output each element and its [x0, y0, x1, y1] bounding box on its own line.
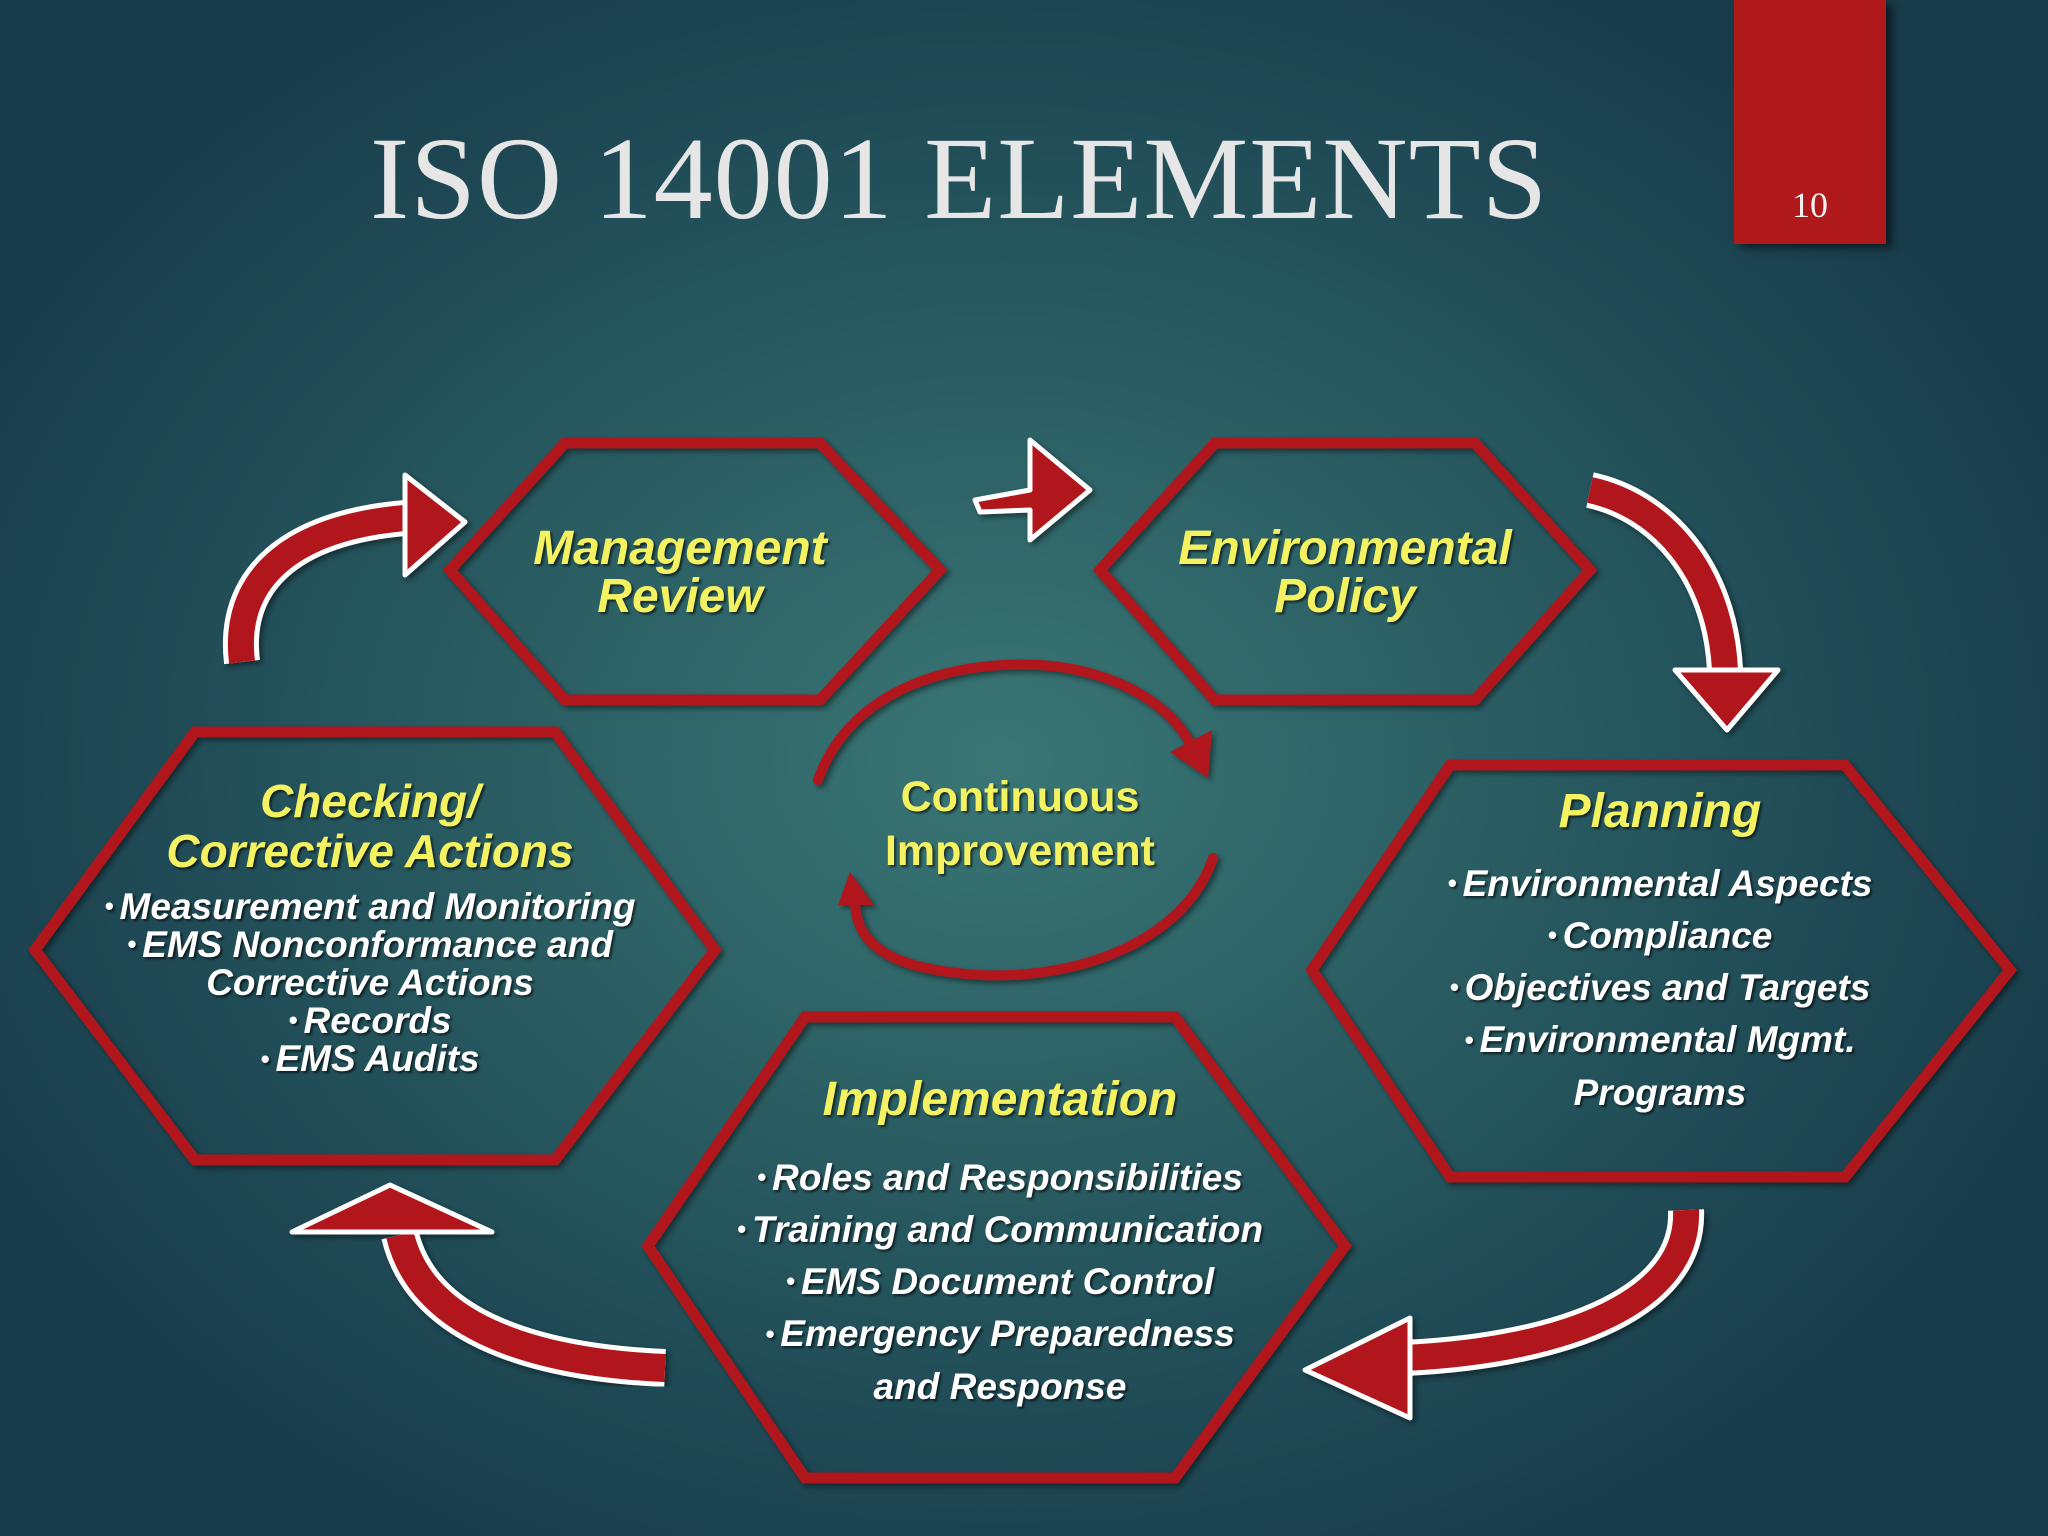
- checking-item: •EMS Audits: [260, 1038, 480, 1080]
- checking-item: Corrective Actions: [206, 962, 534, 1004]
- planning-item: •Environmental Aspects: [1447, 863, 1873, 904]
- planning-hexagon: [1305, 759, 2018, 1183]
- management-review-block: Management Review: [480, 525, 880, 621]
- planning-item: •Compliance: [1547, 915, 1773, 957]
- management-review-heading-1: Management: [533, 522, 827, 575]
- arrow-review-to-policy: [972, 437, 1093, 543]
- environmental-policy-heading-1: Environmental: [1178, 522, 1512, 575]
- center-line-1: Continuous: [900, 773, 1140, 821]
- planning-item: Programs: [1573, 1071, 1747, 1113]
- management-review-hexagon: [442, 437, 948, 706]
- management-review-heading-2: Review: [597, 570, 763, 623]
- implementation-item: •Roles and Responsibilities: [757, 1157, 1243, 1198]
- center-line-2: Improvement: [884, 827, 1155, 875]
- checking-item: •Records: [288, 1000, 452, 1042]
- continuous-improvement-loop: [813, 659, 1218, 981]
- implementation-item: •Emergency Preparedness: [765, 1313, 1235, 1355]
- environmental-policy-heading-2: Policy: [1274, 570, 1416, 623]
- slide-title: ISO 14001 ELEMENTS: [370, 113, 1549, 244]
- checking-hexagon: [28, 726, 722, 1166]
- continuous-improvement-label: Continuous Improvement: [860, 770, 1180, 878]
- arrow-implementation-to-checking: [289, 1182, 666, 1387]
- page-number-tab: 10: [1734, 0, 1886, 244]
- implementation-item: •Training and Communication: [736, 1209, 1264, 1251]
- arrow-planning-to-implementation: [1302, 1209, 1705, 1421]
- implementation-hexagon: [641, 1011, 1352, 1484]
- planning-heading: Planning: [1558, 785, 1762, 838]
- checking-heading-2: Corrective Actions: [166, 825, 574, 877]
- checking-item: •EMS Nonconformance and: [127, 924, 613, 966]
- implementation-block: Implementation •Roles and Responsibiliti…: [700, 1072, 1300, 1413]
- arrow-policy-to-planning: [1585, 472, 1781, 733]
- planning-block: Planning •Environmental Aspects •Complia…: [1400, 784, 1920, 1119]
- arrow-checking-to-review: [222, 472, 468, 665]
- environmental-policy-block: Environmental Policy: [1140, 525, 1550, 621]
- planning-item: •Environmental Mgmt.: [1464, 1019, 1856, 1061]
- checking-heading-1: Checking/: [260, 775, 480, 827]
- implementation-heading: Implementation: [822, 1073, 1178, 1126]
- page-number: 10: [1792, 185, 1828, 225]
- implementation-item: and Response: [873, 1365, 1127, 1407]
- implementation-item: •EMS Document Control: [785, 1261, 1215, 1303]
- planning-item: •Objectives and Targets: [1449, 967, 1871, 1009]
- environmental-policy-hexagon: [1092, 437, 1598, 706]
- checking-item: •Measurement and Monitoring: [104, 886, 636, 927]
- checking-block: Checking/ Corrective Actions •Measuremen…: [55, 776, 685, 1079]
